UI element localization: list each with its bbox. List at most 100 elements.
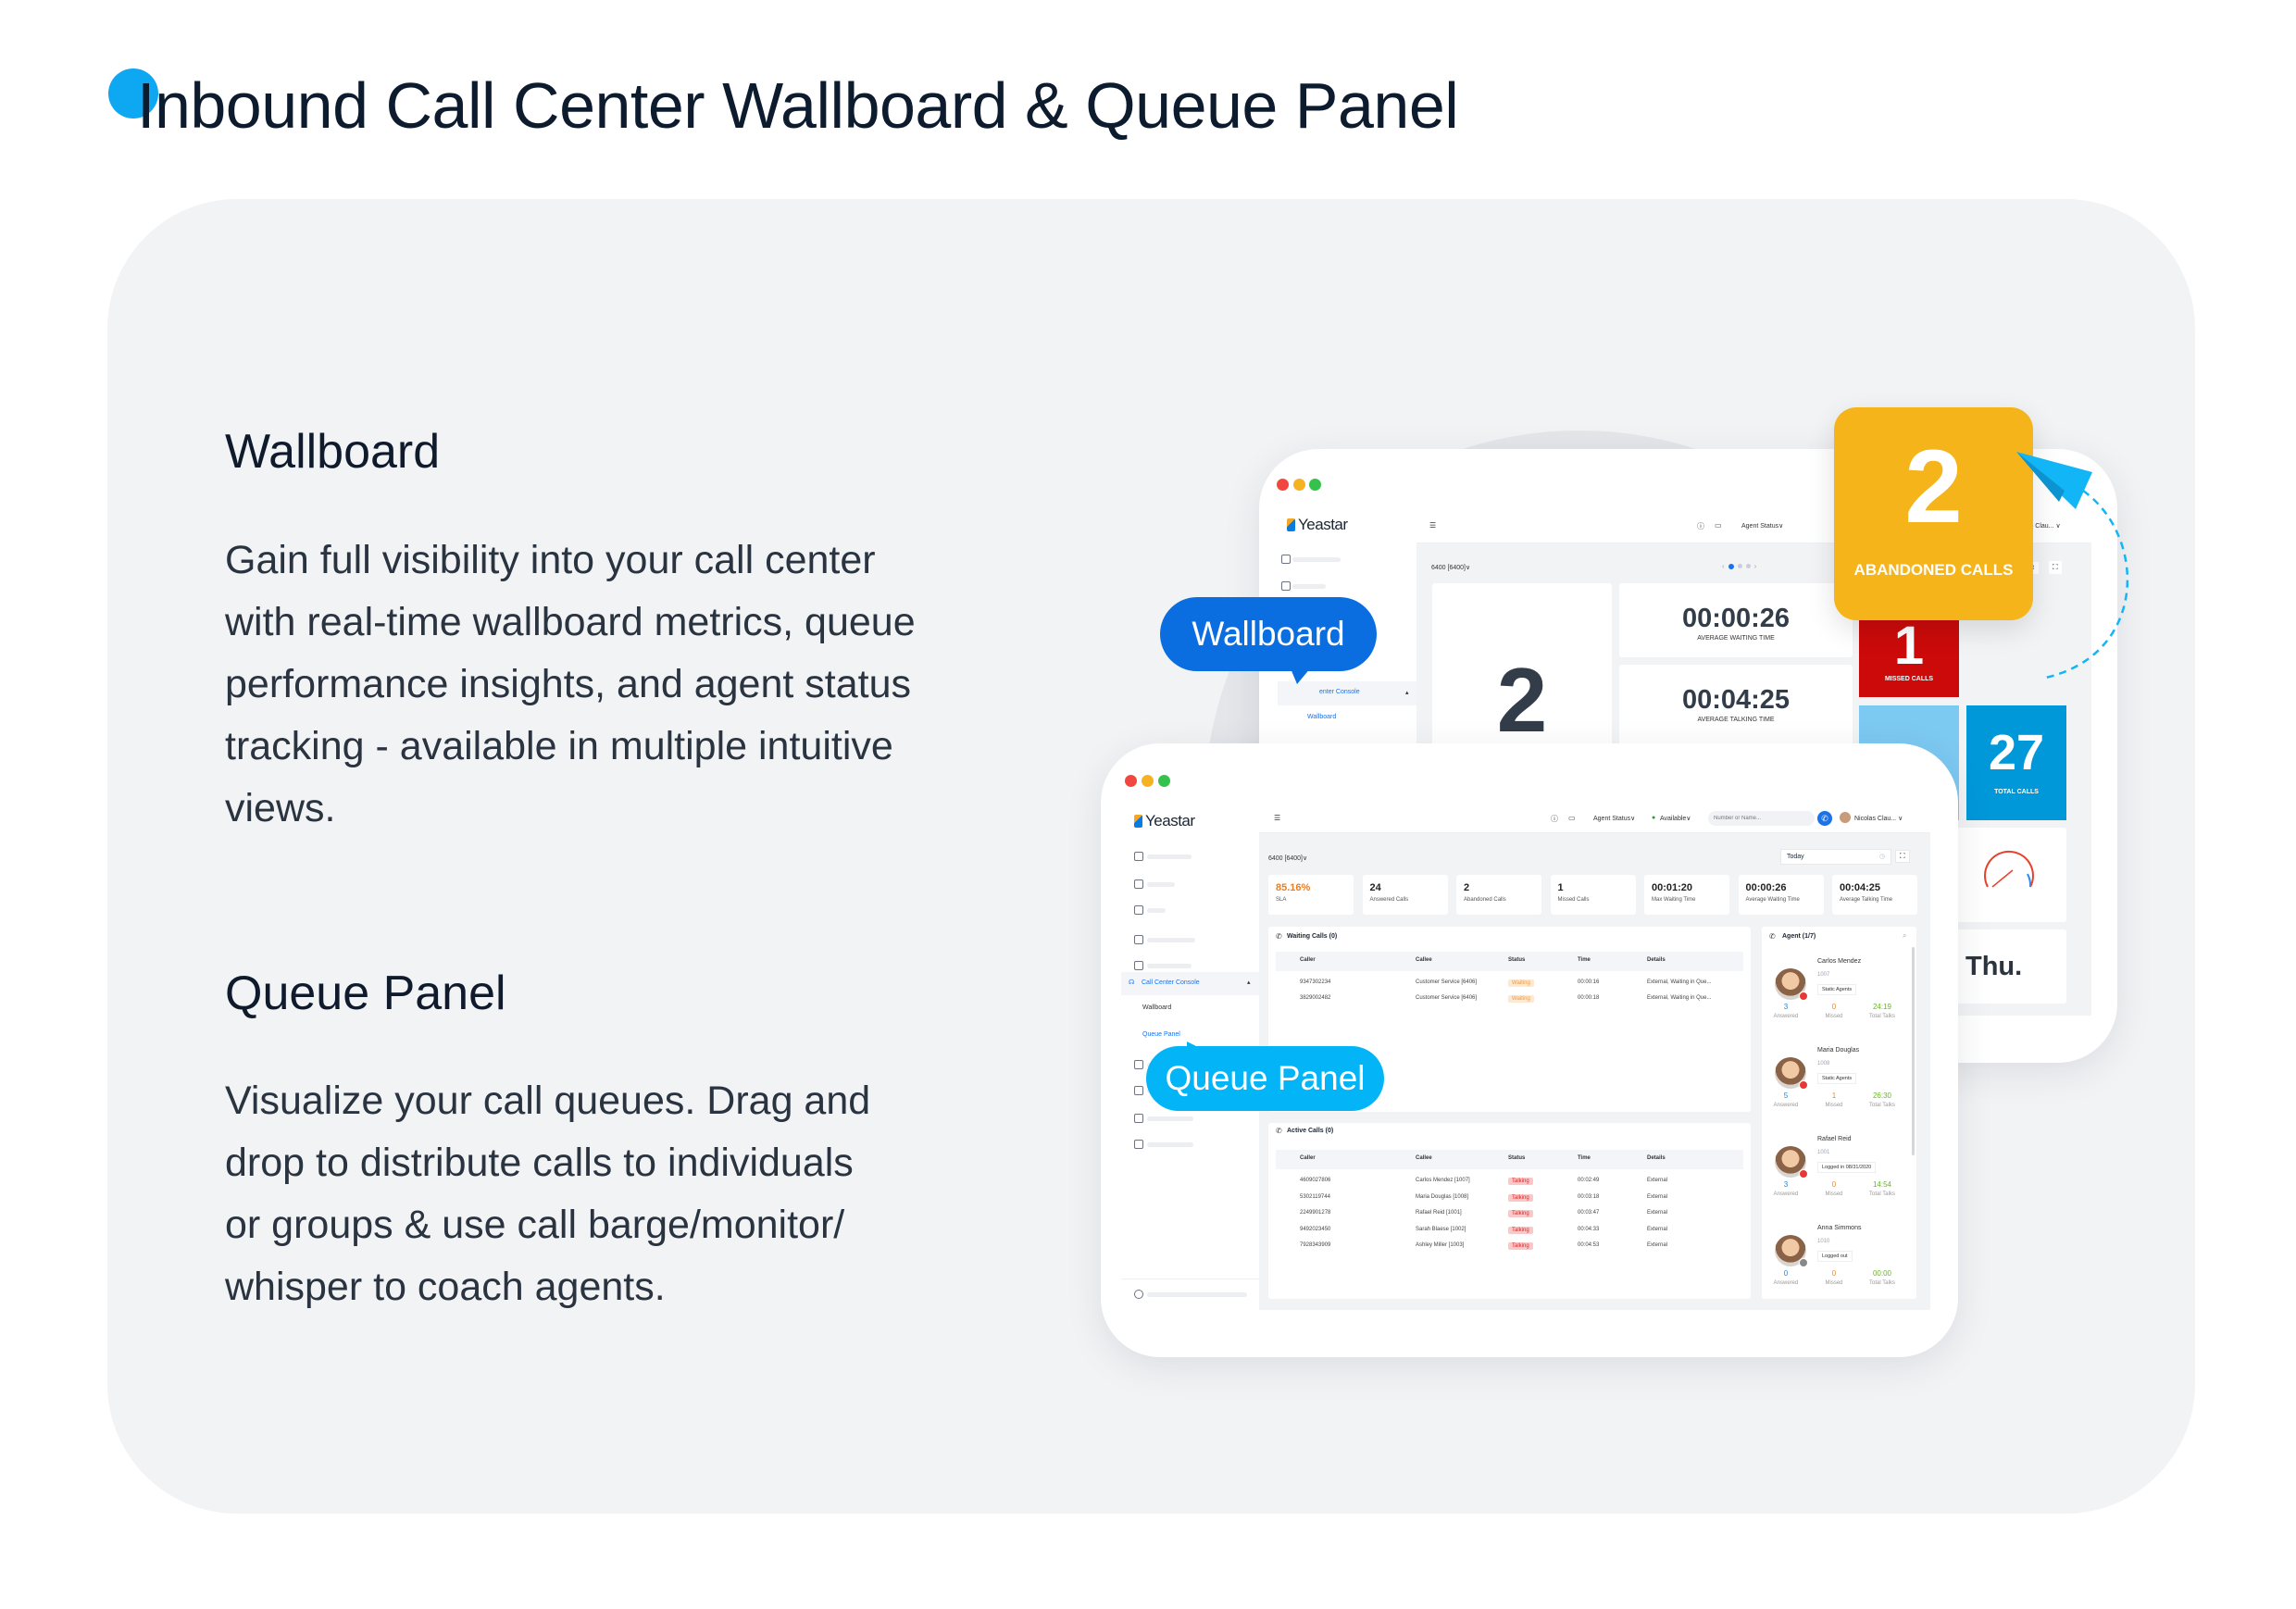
status-badge: Talking bbox=[1508, 1242, 1533, 1250]
table-cell: Rafael Reid [1001] bbox=[1416, 1210, 1462, 1216]
stat-value: 1 bbox=[1557, 882, 1564, 893]
table-cell: 7928343909 bbox=[1300, 1242, 1331, 1248]
stat-value: 00:00:26 bbox=[1745, 882, 1787, 893]
sidebar-item-placeholder bbox=[1147, 1116, 1193, 1121]
contacts-icon[interactable] bbox=[1281, 555, 1291, 564]
queue-select[interactable]: 6400 [6400]∨ bbox=[1268, 855, 1308, 862]
monitor-icon[interactable]: ▭ bbox=[1715, 521, 1722, 530]
agent-talks-value: 24:19 bbox=[1872, 1003, 1892, 1011]
availability-dropdown[interactable]: Available∨ bbox=[1660, 816, 1691, 822]
sidebar-nav-icon[interactable] bbox=[1134, 1140, 1143, 1149]
minimize-dot[interactable] bbox=[1293, 479, 1305, 491]
user-menu[interactable]: Nicolas Clau... ∨ bbox=[1854, 816, 1903, 822]
agent-talks-value: 14:54 bbox=[1872, 1180, 1892, 1189]
sidebar-nav-icon[interactable] bbox=[1134, 852, 1143, 861]
sidebar-nav-icon[interactable] bbox=[1134, 905, 1143, 915]
agent-talks-label: Total Talks bbox=[1869, 1191, 1895, 1197]
sidebar-item-placeholder bbox=[1147, 964, 1192, 968]
number-search-input[interactable] bbox=[1708, 811, 1815, 826]
stat-value: 2 bbox=[1464, 882, 1470, 893]
sidebar-nav-icon[interactable] bbox=[1134, 1114, 1143, 1123]
maximize-dot[interactable] bbox=[1158, 775, 1170, 787]
stat-label: Average Waiting Time bbox=[1745, 897, 1800, 903]
stat-value: 00:04:25 bbox=[1840, 882, 1881, 893]
minimize-dot[interactable] bbox=[1142, 775, 1154, 787]
agent-status-dropdown[interactable]: Agent Status∨ bbox=[1741, 523, 1784, 530]
search-icon[interactable]: ⌕ bbox=[1903, 931, 1907, 940]
date-filter[interactable]: Today ◷ bbox=[1780, 849, 1891, 865]
abandoned-value: 2 bbox=[1904, 429, 1963, 544]
help-icon[interactable]: ⓘ bbox=[1697, 522, 1704, 530]
table-header bbox=[1276, 952, 1743, 971]
scrollbar[interactable] bbox=[1912, 947, 1915, 1155]
paragraph-line: Visualize your call queues. Drag and bbox=[225, 1079, 871, 1123]
stat-label: Max Waiting Time bbox=[1652, 897, 1696, 903]
agent-status-dot bbox=[1799, 992, 1808, 1001]
table-cell: Customer Service [6406] bbox=[1416, 995, 1478, 1001]
agent-name: Anna Simmons bbox=[1817, 1225, 1862, 1231]
sidebar-nav-icon[interactable] bbox=[1134, 1086, 1143, 1095]
agent-talks-label: Total Talks bbox=[1869, 1103, 1895, 1108]
table-cell: Carlos Mendez [1007] bbox=[1416, 1178, 1470, 1183]
close-dot[interactable] bbox=[1125, 775, 1137, 787]
help-icon[interactable]: ⓘ bbox=[1551, 815, 1558, 823]
agent-tag: Static Agents bbox=[1817, 1073, 1857, 1084]
sidebar-nav-icon[interactable] bbox=[1134, 935, 1143, 944]
user-avatar[interactable] bbox=[1840, 812, 1851, 823]
table-cell: 2249901278 bbox=[1300, 1210, 1331, 1216]
agent-talks-label: Total Talks bbox=[1869, 1014, 1895, 1019]
agent-missed-label: Missed bbox=[1825, 1103, 1843, 1108]
sidebar-nav-icon[interactable] bbox=[1134, 961, 1143, 970]
sync-icon[interactable] bbox=[1134, 1290, 1143, 1299]
agent-missed-value: 0 bbox=[1831, 1003, 1837, 1011]
sidebar-nav-icon[interactable] bbox=[1134, 1060, 1143, 1069]
table-cell: 4609027806 bbox=[1300, 1178, 1331, 1183]
maximize-dot[interactable] bbox=[1309, 479, 1321, 491]
table-cell: 3829002482 bbox=[1300, 995, 1331, 1001]
sidebar-item-placeholder bbox=[1147, 1292, 1247, 1297]
column-header: Status bbox=[1508, 1155, 1526, 1161]
phone-book-icon[interactable] bbox=[1281, 581, 1291, 591]
sidebar-item-call-center-console[interactable]: enter Console ▴ bbox=[1278, 681, 1416, 705]
panel-title: Waiting Calls (0) bbox=[1287, 933, 1338, 940]
user-menu[interactable]: colas Clau... ∨ bbox=[2018, 523, 2061, 530]
monitor-icon[interactable]: ▭ bbox=[1568, 814, 1576, 822]
agent-missed-label: Missed bbox=[1825, 1280, 1843, 1286]
menu-collapse-icon[interactable]: ☰ bbox=[1429, 521, 1437, 530]
page-title: Inbound Call Center Wallboard & Queue Pa… bbox=[137, 69, 1459, 142]
table-cell: External, Waiting in Que... bbox=[1647, 979, 1712, 985]
phone-icon: ✆ bbox=[1276, 932, 1282, 941]
clock-icon: ◷ bbox=[1879, 854, 1886, 860]
sidebar-item-call-center-console[interactable]: ☊ Call Center Console ▴ bbox=[1121, 972, 1259, 995]
agent-name: Rafael Reid bbox=[1817, 1136, 1852, 1142]
sidebar-item-wallboard[interactable]: Wallboard bbox=[1307, 714, 1337, 720]
agent-status-dropdown[interactable]: Agent Status∨ bbox=[1593, 816, 1636, 822]
sidebar-nav-icon[interactable] bbox=[1134, 879, 1143, 889]
menu-collapse-icon[interactable]: ☰ bbox=[1274, 814, 1281, 822]
agent-extension: 1007 bbox=[1817, 972, 1830, 978]
sidebar-item-placeholder bbox=[1147, 938, 1195, 942]
fullscreen-icon[interactable]: ⛶ bbox=[2049, 561, 2062, 574]
sidebar-item-queue-panel[interactable]: Queue Panel bbox=[1142, 1031, 1180, 1038]
phone-call-button[interactable]: ✆ bbox=[1817, 811, 1832, 826]
sidebar-item-wallboard[interactable]: Wallboard bbox=[1142, 1004, 1172, 1011]
page-indicator[interactable]: ‹› bbox=[1722, 562, 1757, 570]
agent-answered-label: Answered bbox=[1773, 1280, 1799, 1286]
table-cell: Maria Douglas [1008] bbox=[1416, 1193, 1469, 1200]
tile-value: Thu. bbox=[1965, 952, 2023, 981]
queue-select[interactable]: 6400 [6400]∨ bbox=[1431, 565, 1471, 571]
close-dot[interactable] bbox=[1277, 479, 1289, 491]
sidebar-item-placeholder bbox=[1147, 908, 1166, 913]
agent-tag: Logged in 08/31/2020 bbox=[1817, 1162, 1877, 1173]
tile-value: 27 bbox=[1988, 725, 2045, 780]
fullscreen-icon[interactable]: ⛶ bbox=[1895, 850, 1910, 863]
